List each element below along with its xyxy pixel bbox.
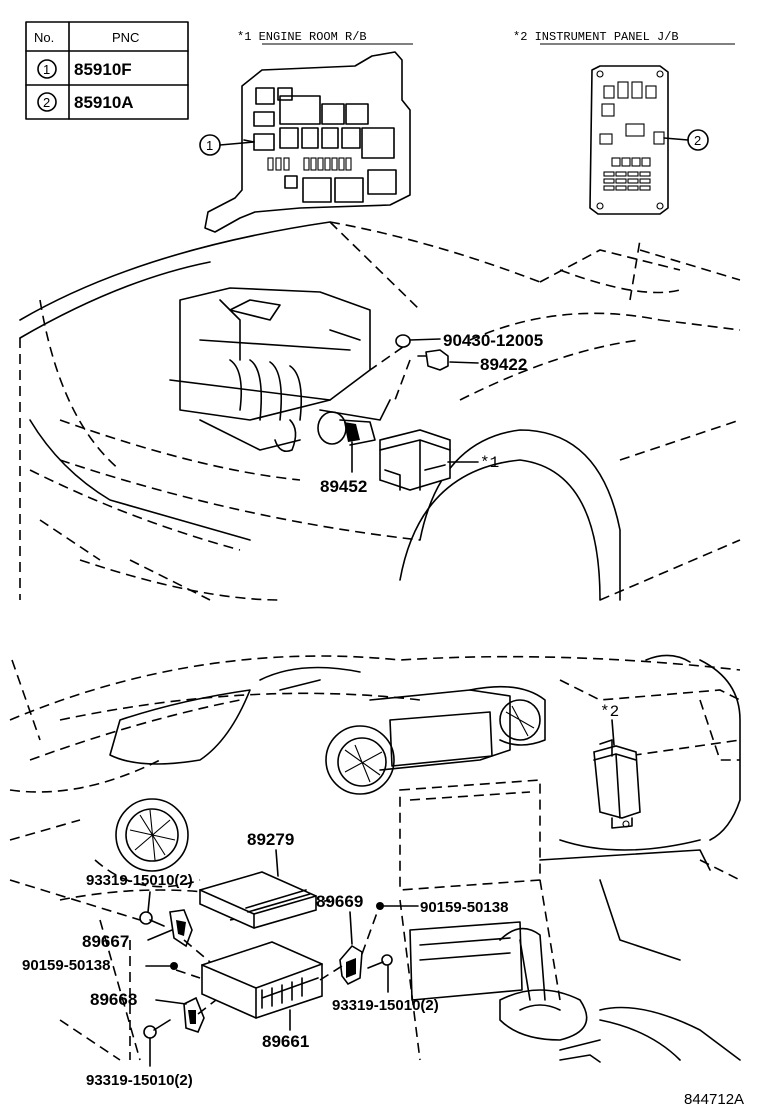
nut-90159-b <box>170 962 178 970</box>
part-label-93319-15010-a: 93319-15010(2) <box>86 872 193 889</box>
part-label-90159-50138-b: 90159-50138 <box>22 957 110 974</box>
part-label-89668: 89668 <box>90 990 137 1009</box>
pnc-table: No. PNC 1 85910F 2 85910A <box>25 21 189 120</box>
part-label-93319-15010-c: 93319-15010(2) <box>332 997 439 1014</box>
part-label-89661: 89661 <box>262 1032 309 1051</box>
part-label-90430-12005: 90430-12005 <box>443 331 543 350</box>
bolt-93319-a <box>139 911 165 927</box>
part-label-93319-15010-b: 93319-15010(2) <box>86 1072 193 1089</box>
header-engine-room: *1 ENGINE ROOM R/B <box>237 30 367 44</box>
ref-star1: *1 <box>480 454 499 472</box>
table-header-no: No. <box>34 30 54 45</box>
header-instrument-panel: *2 INSTRUMENT PANEL J/B <box>513 30 679 44</box>
part-label-89279: 89279 <box>247 830 294 849</box>
interior-dashboard-illustration <box>9 654 741 1063</box>
table-header-pnc: PNC <box>112 30 139 45</box>
part-label-90159-50138-a: 90159-50138 <box>420 899 508 916</box>
bolt-93319-c <box>367 954 393 969</box>
instrument-panel-junction-block <box>589 65 669 215</box>
engine-bay-illustration <box>19 221 741 601</box>
row1-circle <box>37 59 57 79</box>
row2-circle <box>37 92 57 112</box>
ref-star2: *2 <box>600 703 619 721</box>
gasket-90430 <box>395 334 411 348</box>
part-label-89452: 89452 <box>320 477 367 496</box>
callout-1-label: 1 <box>206 138 213 153</box>
callout-2-label: 2 <box>694 133 701 148</box>
bolt-93319-b <box>143 1019 171 1039</box>
row2-pnc: 85910A <box>74 93 134 112</box>
part-label-89422: 89422 <box>480 355 527 374</box>
callout-circle-2 <box>687 129 709 151</box>
row1-pnc: 85910F <box>74 60 132 79</box>
nut-90159-a <box>376 902 384 910</box>
row2-no: 2 <box>43 95 50 110</box>
row1-no: 1 <box>43 62 50 77</box>
part-label-89669: 89669 <box>316 892 363 911</box>
part-label-89667: 89667 <box>82 932 129 951</box>
engine-room-relay-block <box>204 51 411 233</box>
diagram-reference-number: 844712A <box>684 1091 744 1108</box>
